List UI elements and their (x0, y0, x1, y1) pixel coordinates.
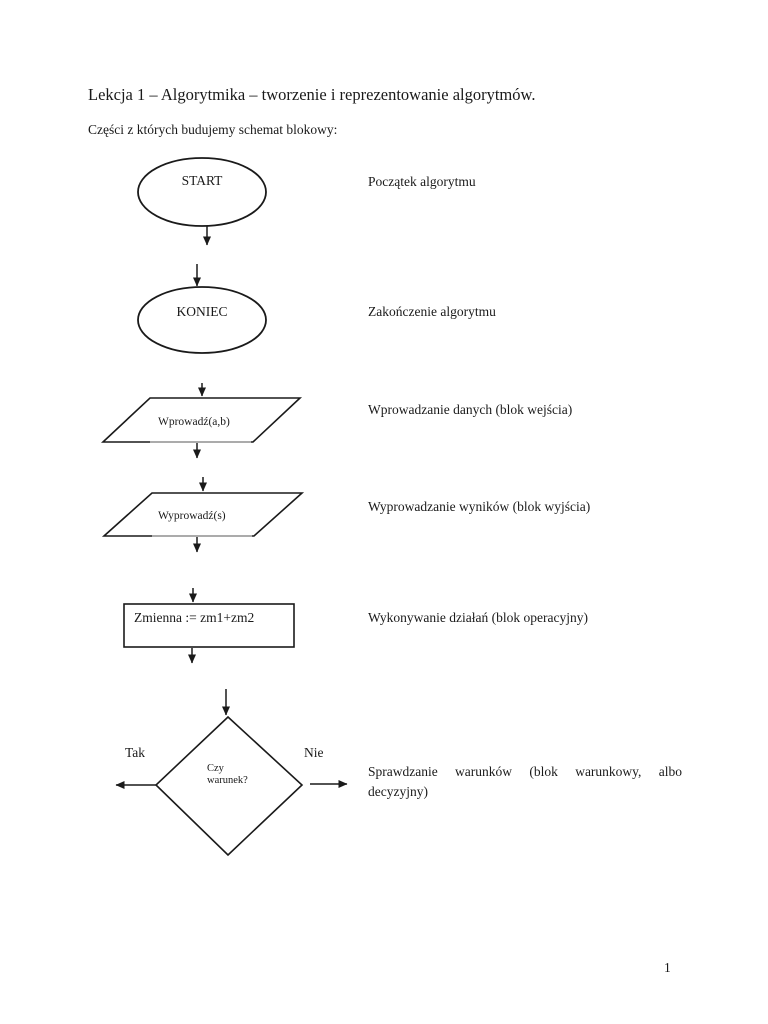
output-parallelogram (101, 492, 305, 537)
branch-yes-label: Tak (125, 745, 145, 760)
output-block: Wyprowadź(s) (101, 492, 305, 537)
end-ellipse (137, 286, 267, 354)
end-description: Zakończenie algorytmu (368, 304, 496, 319)
start-ellipse (137, 157, 267, 227)
end-block: KONIEC (137, 286, 267, 354)
decision-description: Sprawdzanie warunków (blok warunkowy, al… (368, 764, 682, 799)
input-parallelogram (100, 397, 303, 443)
start-description: Początek algorytmu (368, 174, 476, 189)
input-block: Wprowadź(a,b) (100, 397, 303, 443)
output-description: Wyprowadzanie wyników (blok wyjścia) (368, 499, 591, 514)
start-block: START (137, 157, 267, 227)
output-label: Wyprowadź(s) (158, 510, 226, 522)
end-label: KONIEC (177, 304, 228, 319)
operation-label: Zmienna := zm1+zm2 (134, 610, 254, 625)
decision-question-line1: Czy (207, 763, 225, 774)
page-title: Lekcja 1 – Algorytmika – tworzenie i rep… (88, 85, 536, 104)
decision-block: Czy warunek? (154, 715, 304, 857)
start-label: START (182, 173, 224, 188)
input-description: Wprowadzanie danych (blok wejścia) (368, 402, 573, 417)
page-subtitle: Części z których budujemy schemat blokow… (88, 122, 338, 137)
page-number: 1 (664, 960, 671, 975)
operation-description: Wykonywanie działań (blok operacyjny) (368, 610, 588, 625)
operation-block: Zmienna := zm1+zm2 (123, 603, 295, 648)
decision-diamond (154, 715, 304, 857)
branch-no-label: Nie (304, 745, 324, 760)
decision-question-line2: warunek? (207, 775, 248, 786)
input-label: Wprowadź(a,b) (158, 416, 230, 428)
operation-rectangle (123, 603, 295, 648)
